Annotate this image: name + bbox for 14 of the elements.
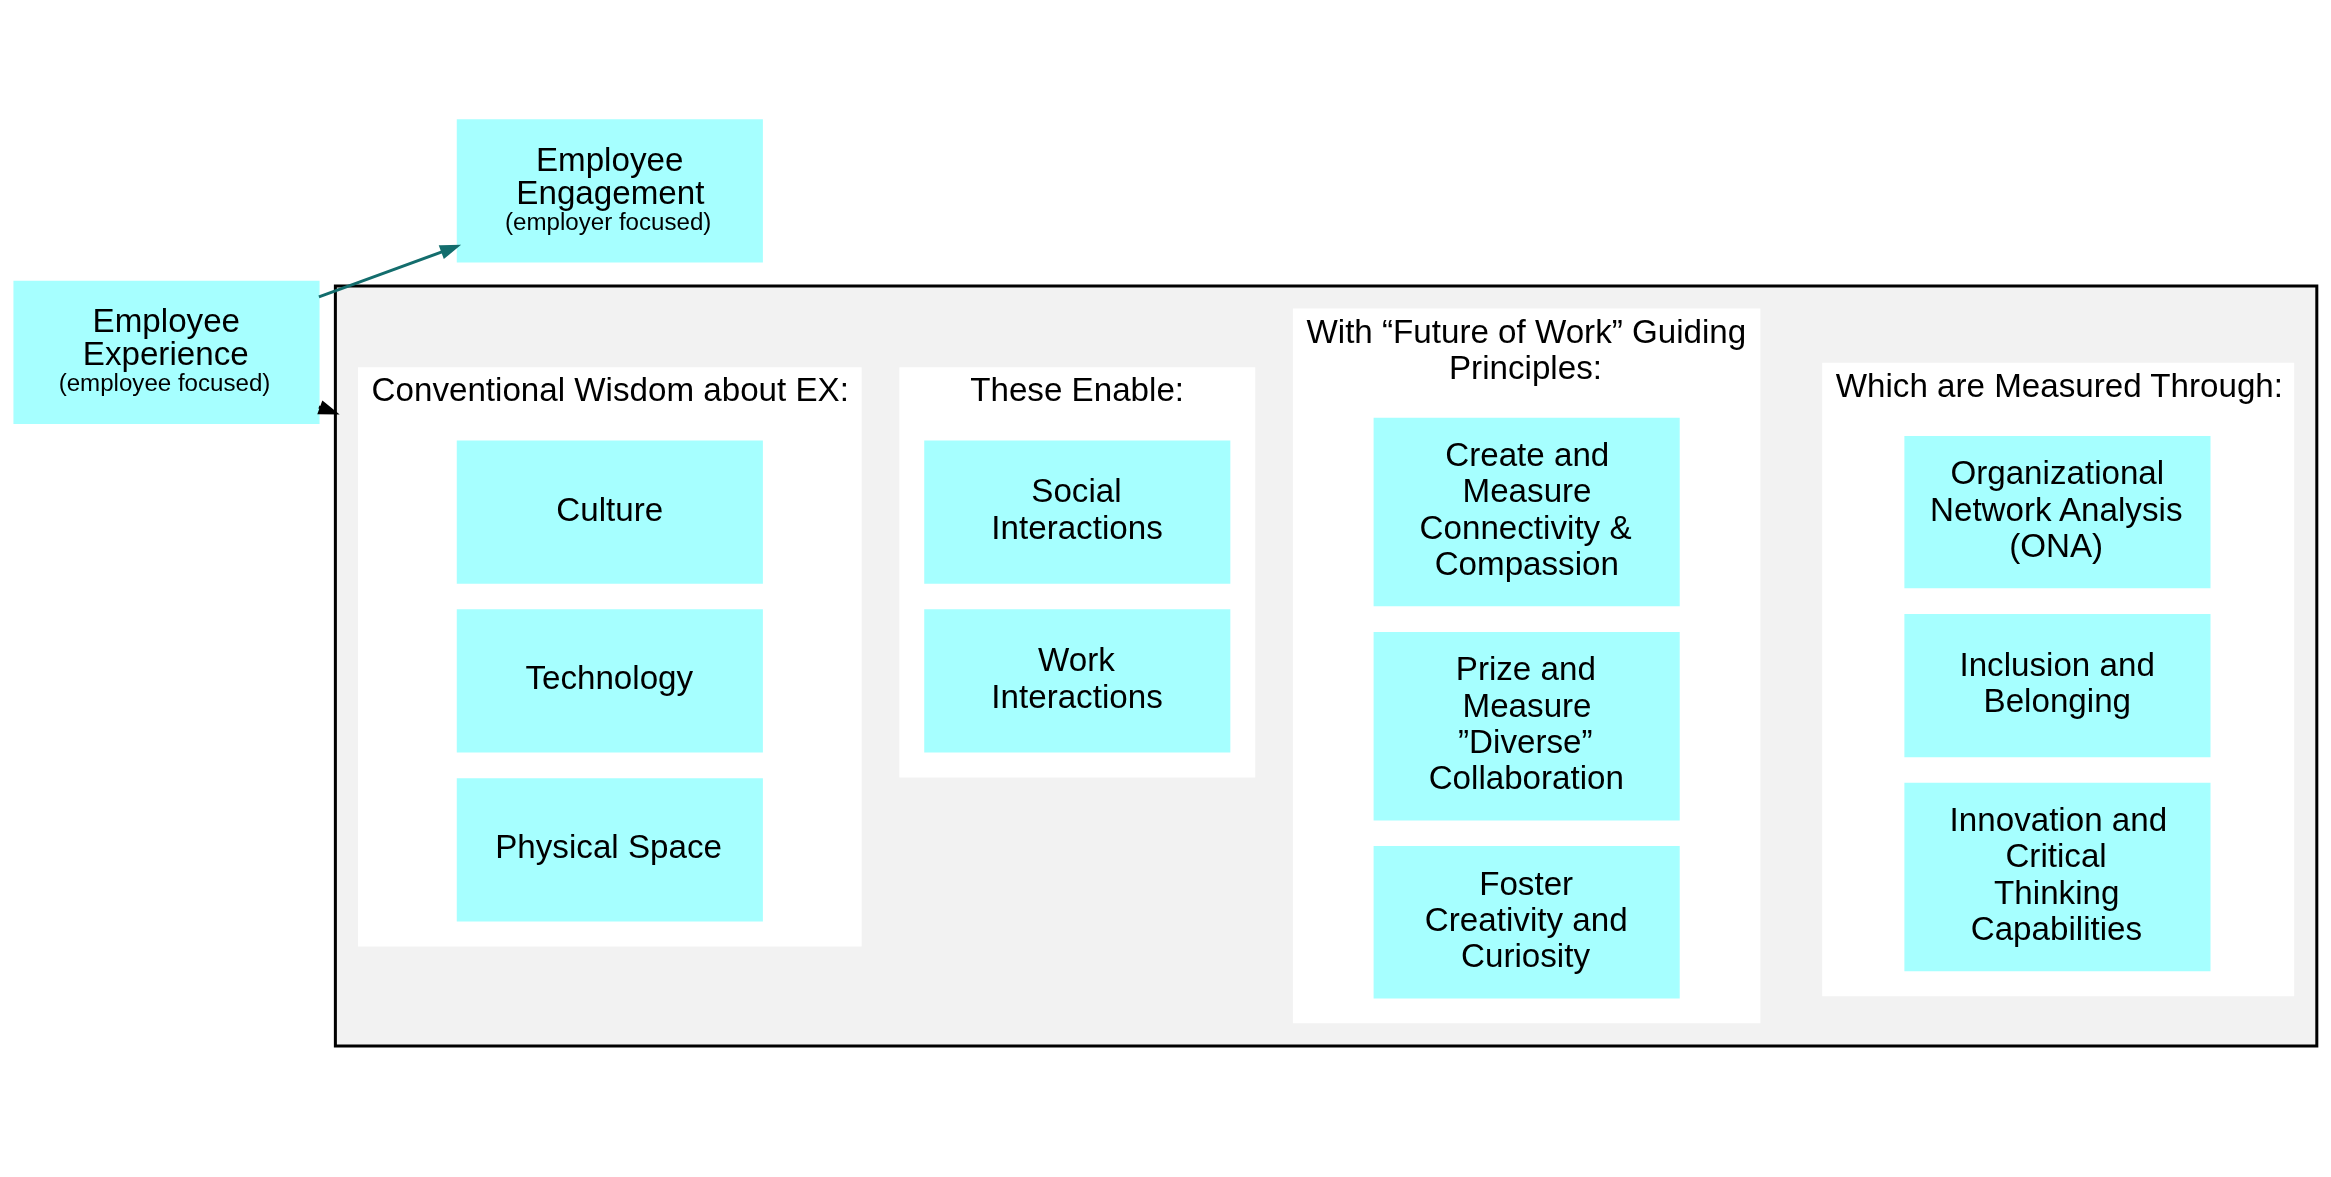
- node-box: Social Interactions: [924, 439, 1231, 584]
- node-box: Culture: [456, 439, 763, 584]
- node-box: Employee Engagement (employer focused): [456, 118, 763, 263]
- cluster: [333, 283, 2319, 1047]
- node-box: Organizational Network Analysis (ONA): [1904, 435, 2211, 588]
- node-box: Technology: [456, 608, 763, 753]
- node-box: Inclusion and Belonging: [1904, 613, 2211, 757]
- node-box: Prize and Measure ”Diverse” Collaboration: [1373, 631, 1680, 820]
- node-box: Work Interactions: [924, 608, 1231, 753]
- node-box: Innovation and Critical Thinking Capabilities: [1904, 782, 2211, 971]
- node-box: Physical Space: [456, 777, 763, 921]
- node-box: Create and Measure Connectivity & Compassion: [1373, 417, 1680, 606]
- node-box: Foster Creativity and Curiosity: [1373, 845, 1680, 998]
- arrow: [318, 244, 462, 298]
